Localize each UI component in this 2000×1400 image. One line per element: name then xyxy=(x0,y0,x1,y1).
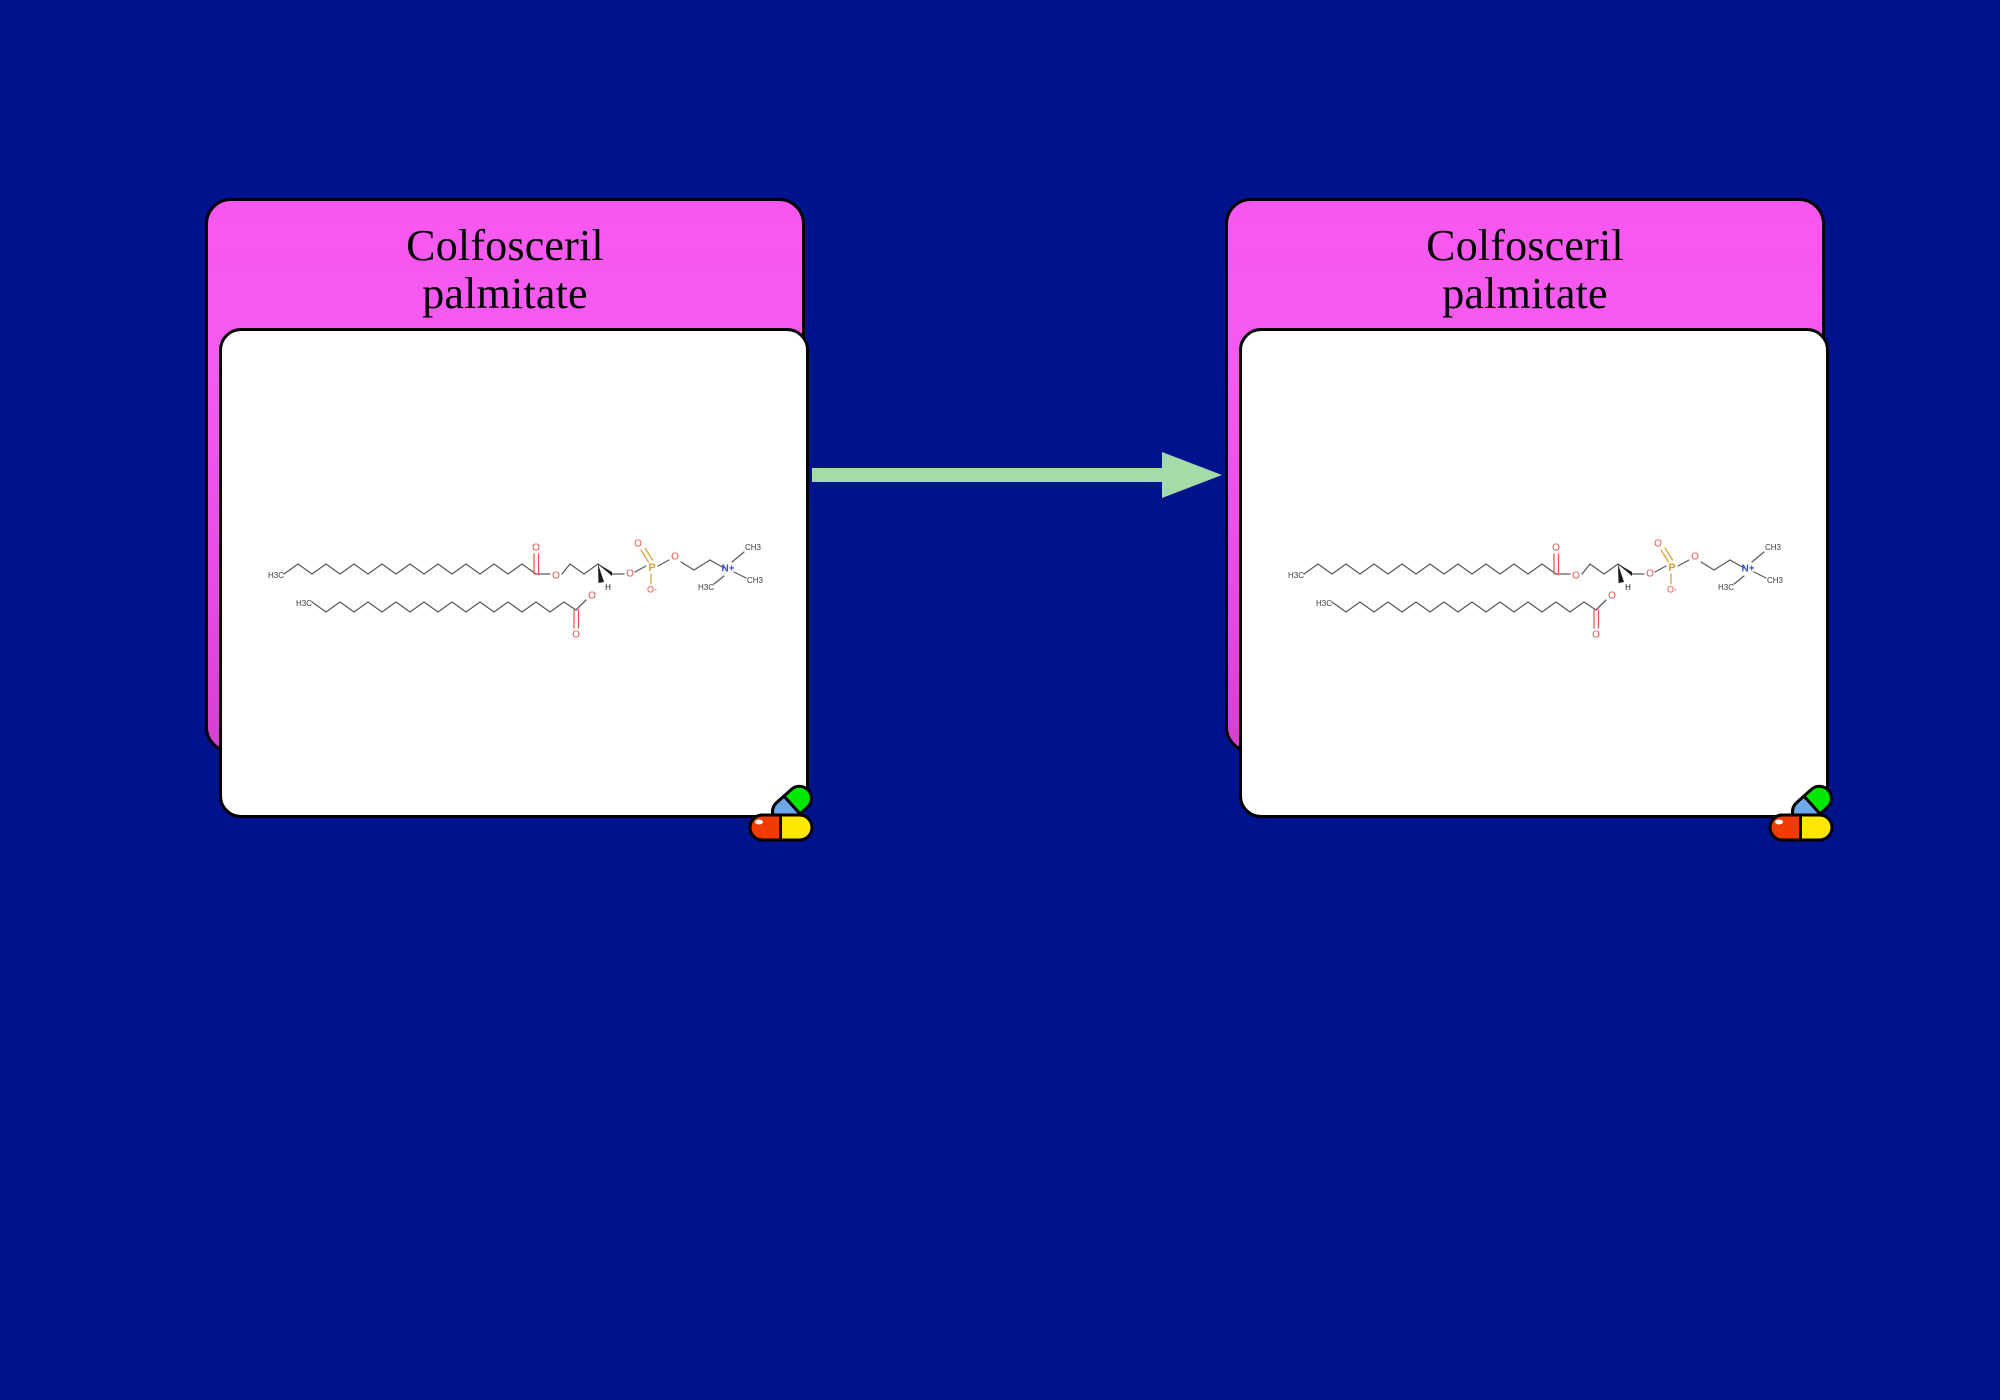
label-phosphate-oxygen-left: O xyxy=(626,568,634,579)
label-methyl-left-top: H3C xyxy=(268,571,284,580)
label-methyl-left-top: H3C xyxy=(1288,571,1304,580)
chemical-structure-colfosceril-palmitate: H3C H3C O O O O H O P O O- O N+ CH3 xyxy=(254,518,774,648)
transformation-arrow xyxy=(812,452,1222,498)
label-ester-oxygen-mid: O xyxy=(588,590,596,601)
label-ester-oxygen-mid: O xyxy=(1608,590,1616,601)
label-carbonyl-oxygen-bottom: O xyxy=(1592,629,1600,640)
label-carbonyl-oxygen-top: O xyxy=(532,542,540,553)
label-methyl-n-top: CH3 xyxy=(745,543,762,552)
capsule-icons[interactable] xyxy=(1754,767,1844,847)
label-methyl-n-right: CH3 xyxy=(747,576,764,585)
card-body-panel: H3C H3C O O O O H O P O O- O N+ CH3 xyxy=(1239,328,1834,842)
label-ester-oxygen-top: O xyxy=(1572,570,1580,581)
label-methyl-n-top: CH3 xyxy=(1765,543,1782,552)
label-methyl-left-bottom: H3C xyxy=(1316,599,1332,608)
label-carbonyl-oxygen-top: O xyxy=(1552,542,1560,553)
label-nitrogen: N+ xyxy=(1741,563,1754,574)
label-phosphate-oxygen-right: O xyxy=(1691,551,1699,562)
label-methyl-n-right: CH3 xyxy=(1767,576,1784,585)
label-stereo-hydrogen: H xyxy=(1625,583,1631,592)
capsule-icons[interactable] xyxy=(734,767,824,847)
label-phosphorus: P xyxy=(648,562,655,574)
card-title: Colfosceril palmitate xyxy=(406,221,604,318)
label-methyl-n-left: H3C xyxy=(1718,583,1734,592)
label-nitrogen: N+ xyxy=(721,563,734,574)
label-stereo-hydrogen: H xyxy=(605,583,611,592)
label-ester-oxygen-top: O xyxy=(552,570,560,581)
label-methyl-left-bottom: H3C xyxy=(296,599,312,608)
card-body-panel: H3C H3C O O O O H O P O O- O N+ CH3 xyxy=(219,328,814,842)
label-phosphate-oxygen-double: O xyxy=(1654,538,1662,549)
label-phosphate-oxygen-left: O xyxy=(1646,568,1654,579)
label-carbonyl-oxygen-bottom: O xyxy=(572,629,580,640)
label-phosphorus: P xyxy=(1668,562,1675,574)
label-phosphate-oxygen-anion: O- xyxy=(647,584,657,594)
card-title: Colfosceril palmitate xyxy=(1426,221,1624,318)
label-phosphate-oxygen-double: O xyxy=(634,538,642,549)
label-phosphate-oxygen-right: O xyxy=(671,551,679,562)
label-phosphate-oxygen-anion: O- xyxy=(1667,584,1677,594)
label-methyl-n-left: H3C xyxy=(698,583,714,592)
chemical-structure-colfosceril-palmitate: H3C H3C O O O O H O P O O- O N+ CH3 xyxy=(1274,518,1794,648)
